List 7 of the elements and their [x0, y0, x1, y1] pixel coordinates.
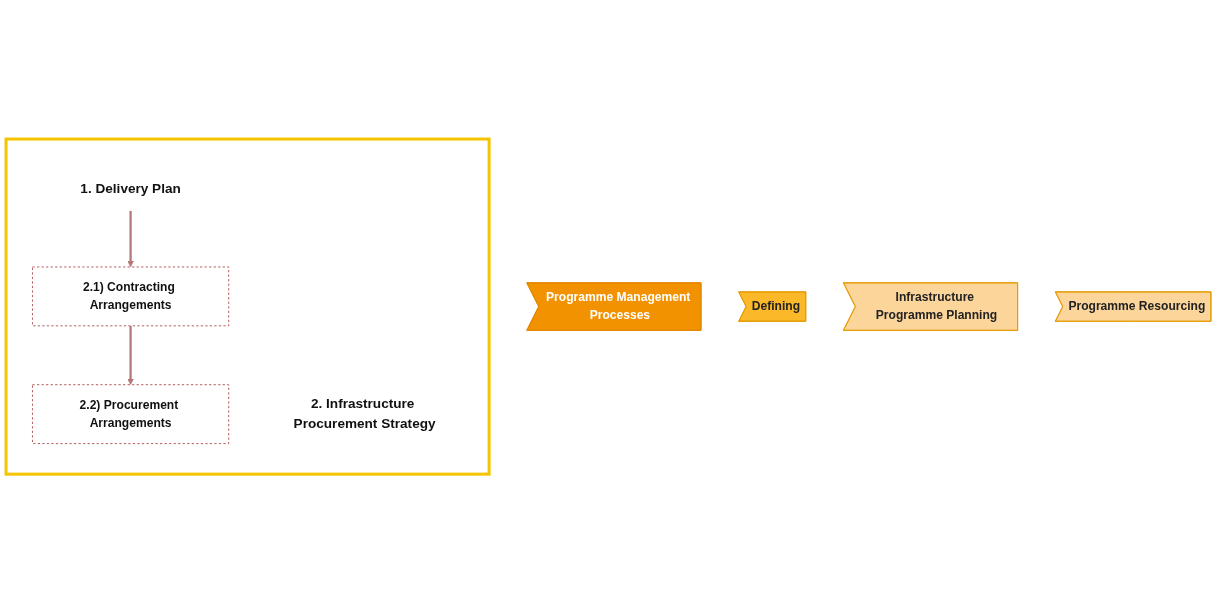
node-box: 2.1) Contracting Arrangements — [32, 266, 230, 327]
node-text: 2. Infrastructure Procurement Strategy — [293, 395, 436, 432]
arrow — [127, 325, 134, 385]
arrow — [127, 210, 134, 268]
node-box: 2.2) Procurement Arrangements — [32, 384, 230, 444]
cluster — [4, 137, 491, 476]
node-text: 1. Delivery Plan — [80, 180, 181, 196]
